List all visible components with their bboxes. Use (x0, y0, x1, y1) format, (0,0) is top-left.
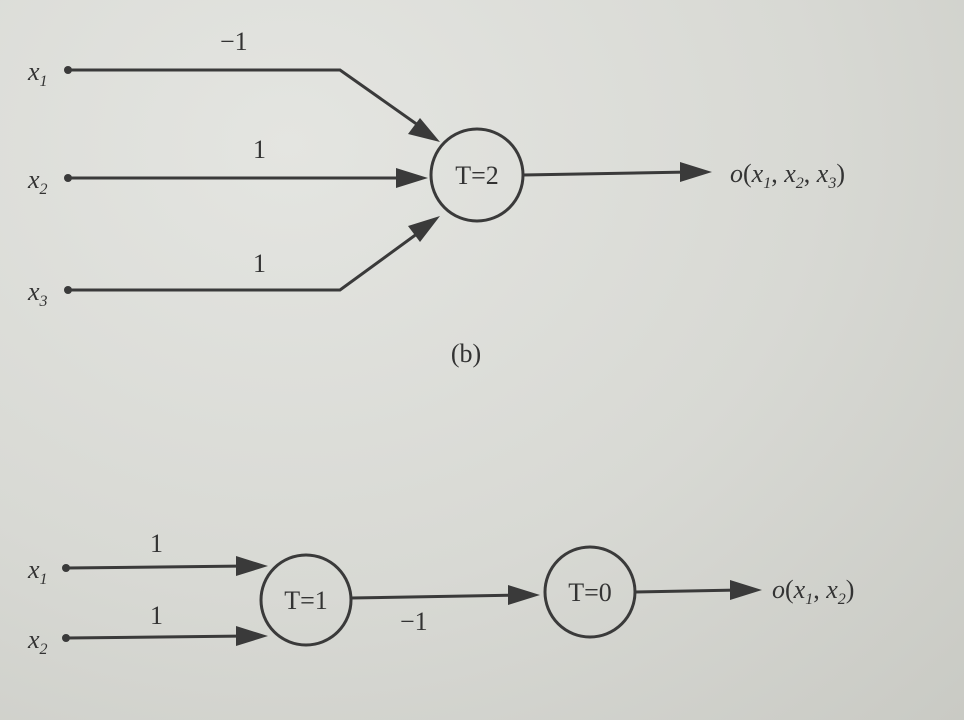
link-weight-label: −1 (400, 607, 428, 636)
diagram-c-input-2: x2 1 (27, 601, 268, 658)
input-x1-label: x1 (27, 555, 48, 588)
diagram-b-output: o(x1, x2, x3) (522, 159, 845, 192)
input-x2-label: x2 (27, 165, 48, 198)
threshold-node-1-label: T=1 (284, 586, 328, 615)
threshold-node-label: T=2 (455, 161, 499, 190)
link-arrowhead (508, 585, 540, 605)
diagram-c-output: o(x1, x2) (634, 575, 854, 608)
input-x3-arrowhead (408, 216, 440, 242)
weight-x3-label: 1 (253, 249, 266, 278)
diagram-b: x1 −1 x2 1 x3 1 T=2 (27, 27, 845, 368)
weight-x1-label: −1 (220, 27, 248, 56)
output-label: o(x1, x2) (772, 575, 854, 608)
input-x1-label: x1 (27, 57, 48, 90)
diagram-b-input-2: x2 1 (27, 135, 428, 198)
output-arrowhead (680, 162, 712, 182)
input-x3-label: x3 (27, 277, 48, 310)
diagram-b-node: T=2 (429, 127, 525, 223)
threshold-node-1-circle (259, 553, 353, 647)
weight-x1-label: 1 (150, 529, 163, 558)
diagram-b-input-3: x3 1 (27, 216, 440, 310)
input-x2-arrowhead (236, 626, 268, 646)
input-x3-wire (68, 226, 426, 292)
figure-caption-b: (b) (451, 339, 481, 368)
output-wire (522, 170, 691, 177)
input-x1-arrowhead (236, 556, 268, 576)
input-x2-arrowhead (396, 168, 428, 188)
output-arrowhead (730, 580, 762, 600)
input-x1-wire (65, 564, 249, 570)
input-x2-label: x2 (27, 625, 48, 658)
input-x1-wire (68, 68, 426, 132)
output-label: o(x1, x2, x3) (730, 159, 845, 192)
weight-x2-label: 1 (150, 601, 163, 630)
output-wire (634, 588, 741, 594)
input-x1-arrowhead (408, 118, 440, 142)
diagram-c-node-1: T=1 (259, 553, 353, 647)
diagram-c: x1 1 x2 1 T=1 −1 T=0 (27, 529, 854, 658)
diagram-b-input-1: x1 −1 (27, 27, 440, 142)
link-wire (350, 593, 521, 600)
diagram-c-node-2: T=0 (543, 545, 637, 639)
weight-x2-label: 1 (253, 135, 266, 164)
diagram-c-link: −1 (350, 585, 540, 636)
threshold-node-2-label: T=0 (568, 578, 612, 607)
input-x2-wire (65, 634, 249, 640)
diagram-c-input-1: x1 1 (27, 529, 268, 588)
